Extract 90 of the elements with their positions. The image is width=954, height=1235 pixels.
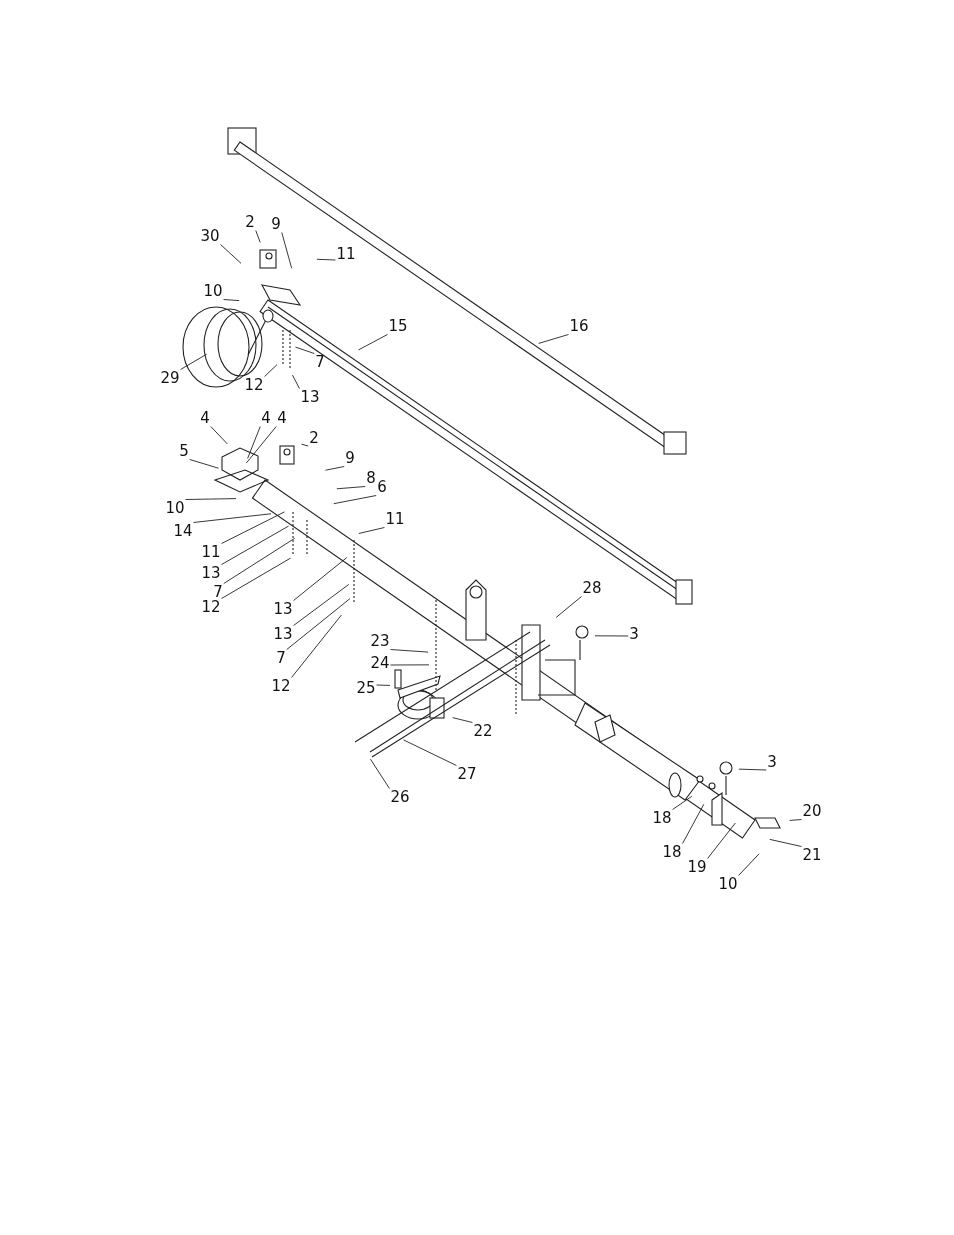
leader-line	[370, 758, 390, 789]
leader-line	[221, 557, 292, 599]
callout-number: 11	[384, 510, 406, 528]
callout-number: 7	[212, 583, 224, 601]
callout-number: 9	[270, 215, 282, 233]
callout-number: 19	[686, 858, 708, 876]
leader-line	[738, 853, 760, 876]
callout-number: 21	[801, 846, 823, 864]
callout-number: 10	[164, 499, 186, 517]
leader-line	[594, 635, 629, 637]
leader-line	[223, 537, 296, 584]
leader-line	[789, 819, 802, 821]
callout-number: 4	[260, 409, 272, 427]
leader-line	[220, 244, 242, 264]
callout-number: 12	[243, 376, 265, 394]
leader-line	[255, 230, 261, 243]
leader-line	[185, 498, 237, 500]
callout-number: 14	[172, 522, 194, 540]
leader-line	[247, 426, 261, 459]
leader-line	[376, 684, 391, 686]
callout-number: 15	[387, 317, 409, 335]
callout-number: 3	[628, 625, 640, 643]
callout-number: 11	[200, 543, 222, 561]
callout-number: 4	[276, 409, 288, 427]
leader-line	[390, 664, 430, 666]
leader-line	[707, 822, 736, 859]
callout-number: 7	[314, 353, 326, 371]
callout-number: 3	[766, 753, 778, 771]
leader-line	[293, 583, 350, 626]
callout-number: 13	[200, 564, 222, 582]
leader-line	[682, 803, 705, 844]
leader-line	[193, 513, 272, 523]
callout-number: 29	[159, 369, 181, 387]
leader-line	[357, 334, 388, 351]
leader-line	[286, 598, 351, 650]
leader-line	[291, 614, 342, 678]
leader-line	[210, 426, 228, 445]
leader-line	[555, 596, 582, 618]
callout-number: 25	[355, 679, 377, 697]
callout-number: 12	[200, 598, 222, 616]
callout-number: 18	[651, 809, 673, 827]
leader-line	[336, 486, 366, 490]
callout-number: 20	[801, 802, 823, 820]
leader-line	[738, 768, 767, 771]
callout-number: 7	[275, 649, 287, 667]
leader-line	[325, 466, 345, 471]
leader-line	[246, 426, 277, 464]
leader-line	[294, 346, 315, 354]
callout-number: 9	[344, 449, 356, 467]
leader-line	[769, 838, 802, 847]
callout-number: 4	[199, 409, 211, 427]
leader-line	[264, 364, 278, 377]
callout-number: 8	[365, 469, 377, 487]
callout-number: 18	[661, 843, 683, 861]
leader-line	[180, 353, 208, 370]
leader-line	[316, 258, 336, 261]
callout-number: 22	[472, 722, 494, 740]
leader-line	[358, 527, 385, 534]
callout-number: 6	[376, 478, 388, 496]
leader-line	[538, 334, 569, 344]
callout-number: 13	[272, 600, 294, 618]
callout-number: 30	[199, 227, 221, 245]
callout-number: 2	[244, 213, 256, 231]
leader-line	[301, 443, 309, 447]
leader-line	[189, 459, 219, 469]
callout-number: 24	[369, 654, 391, 672]
leader-line	[221, 525, 290, 565]
callout-number: 16	[568, 317, 590, 335]
leader-line	[333, 495, 377, 505]
callout-number: 28	[581, 579, 603, 597]
leader-line	[292, 374, 300, 389]
leader-line	[672, 795, 693, 810]
callout-number: 5	[178, 442, 190, 460]
leader-line	[221, 511, 285, 544]
callout-number: 13	[299, 388, 321, 406]
callout-number: 13	[272, 625, 294, 643]
callout-number: 26	[389, 788, 411, 806]
leader-line	[281, 232, 293, 269]
leader-line	[293, 557, 348, 601]
callout-number: 12	[270, 677, 292, 695]
callout-number: 23	[369, 632, 391, 650]
leader-line	[403, 739, 457, 766]
callout-number: 2	[308, 429, 320, 447]
callout-number: 10	[202, 282, 224, 300]
callout-number: 27	[456, 765, 478, 783]
callout-number: 11	[335, 245, 357, 263]
leader-line	[452, 717, 473, 723]
leader-line	[390, 649, 429, 653]
callout-number: 10	[717, 875, 739, 893]
leader-line	[223, 299, 240, 302]
